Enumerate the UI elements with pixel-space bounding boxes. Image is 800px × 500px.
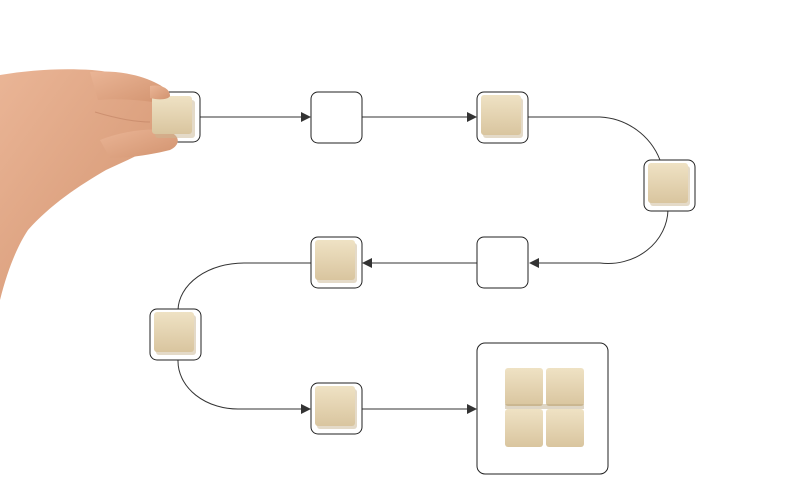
curve-step6-step7 xyxy=(177,262,311,311)
connector-lines xyxy=(177,112,669,414)
cube-step-6 xyxy=(315,240,357,283)
arrow-step7-step8 xyxy=(177,359,311,414)
step-box-5 xyxy=(476,236,529,289)
held-cube xyxy=(152,96,195,138)
wooden-cubes xyxy=(154,95,690,447)
hand-arm xyxy=(0,69,165,300)
hand-with-cube xyxy=(0,69,195,300)
hand-index-finger xyxy=(90,71,169,103)
goal-cube-stack xyxy=(505,368,584,447)
step-boxes xyxy=(149,91,696,475)
curve-step3-step4 xyxy=(528,116,661,161)
cube-step-4 xyxy=(648,163,690,206)
step-box-2 xyxy=(310,91,363,144)
hand-fingertip xyxy=(150,85,170,100)
arrow-step4-step5 xyxy=(529,209,669,268)
cube-step-3 xyxy=(481,95,523,138)
cube-step-8 xyxy=(315,386,357,429)
cube-step-7 xyxy=(154,312,196,355)
